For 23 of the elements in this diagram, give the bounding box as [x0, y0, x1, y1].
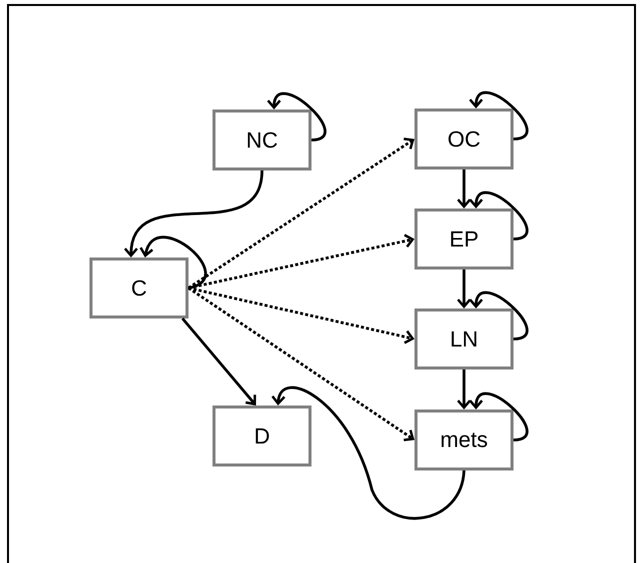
arrow — [457, 270, 471, 308]
arrow — [469, 392, 528, 442]
state-box: OC — [414, 108, 514, 170]
state-box: mets — [414, 409, 514, 470]
arrow — [188, 234, 414, 290]
arrow — [267, 92, 326, 142]
state-box: NC — [212, 110, 312, 170]
arrow — [457, 170, 471, 208]
arrow — [469, 291, 528, 340]
arrow — [469, 191, 528, 240]
arrow — [188, 286, 414, 442]
state-box: D — [212, 405, 312, 466]
arrow — [188, 286, 414, 344]
arrow — [271, 386, 466, 520]
arrow — [140, 236, 207, 290]
arrow — [457, 370, 471, 410]
arrow — [181, 318, 256, 406]
state-box: EP — [414, 208, 514, 270]
state-box: LN — [414, 308, 514, 370]
arrow — [469, 91, 528, 140]
arrow — [188, 138, 414, 290]
arrow — [124, 170, 264, 258]
state-box: C — [90, 258, 188, 318]
